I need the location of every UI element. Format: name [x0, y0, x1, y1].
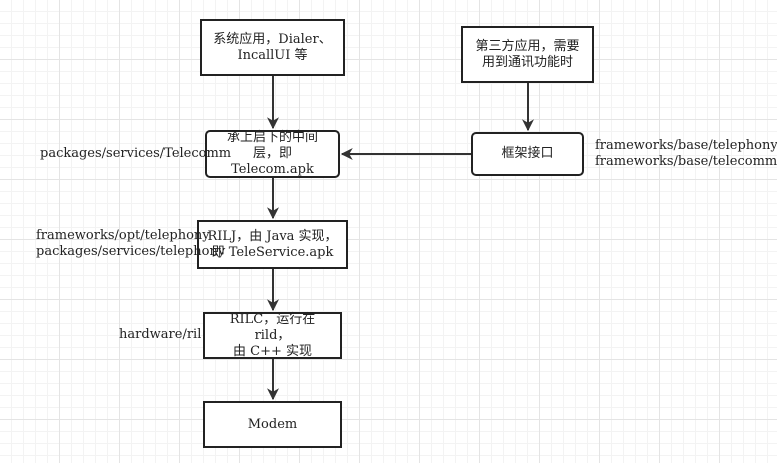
label-rilj-path: frameworks/opt/telephony packages/servic…	[36, 228, 226, 259]
node-system-apps: 系统应用，Dialer、 IncallUI 等	[200, 19, 345, 76]
node-third-party-apps: 第三方应用，需要 用到通讯功能时	[461, 26, 594, 83]
label-framework-path: frameworks/base/telephony frameworks/bas…	[595, 138, 777, 169]
node-framework-api: 框架接口	[471, 132, 584, 176]
node-rilj: RILJ，由 Java 实现， 即 TeleService.apk	[197, 220, 348, 269]
node-telecom: 承上启下的中间 层，即 Telecom.apk	[205, 130, 340, 178]
node-rilc: RILC，运行在 rild， 由 C++ 实现	[203, 312, 342, 359]
label-rilc-path: hardware/ril	[119, 327, 202, 342]
label-telecom-path: packages/services/Telecomm	[40, 146, 232, 161]
node-modem: Modem	[203, 401, 342, 448]
